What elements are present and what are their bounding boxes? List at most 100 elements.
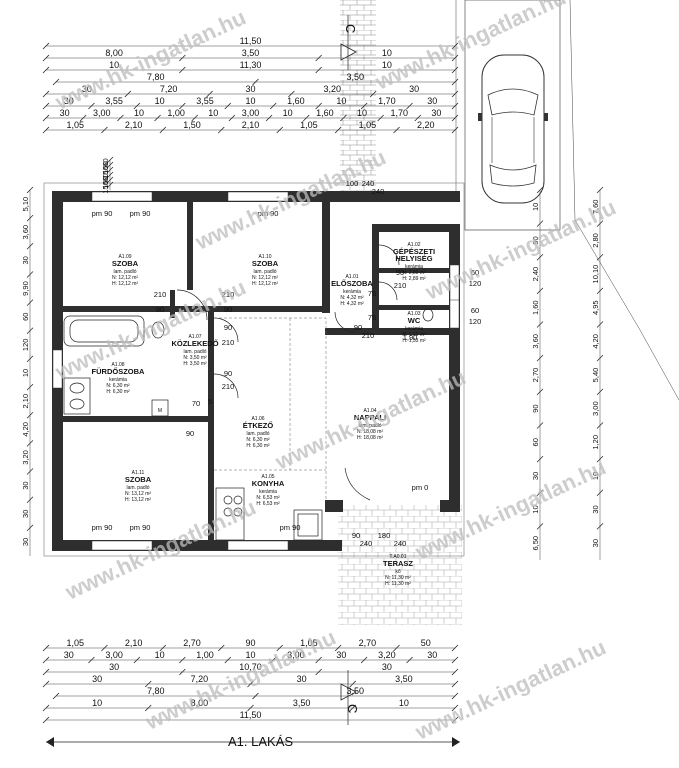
- bottom-dim-row3-label: 30: [109, 662, 119, 672]
- top-dim-row3-tick: [315, 66, 322, 74]
- bottom-dim-row2-tick: [360, 656, 368, 664]
- bottom-dim-row4-label: 30: [92, 674, 102, 684]
- top-dim-row3-label: 10: [382, 60, 392, 70]
- room-name: ELŐSZOBA: [331, 279, 373, 288]
- top-dim-row8-tick: [393, 126, 400, 134]
- bottom-dim-row3-tick: [42, 668, 50, 676]
- opening-label: 210: [222, 382, 235, 391]
- top-dim-row5-tick: [369, 90, 377, 98]
- opening-label: 240: [372, 187, 385, 196]
- right-dim-b-tick: [596, 287, 604, 295]
- kitchen-fixtures: [215, 487, 323, 541]
- bottom-dim-row5-tick: [451, 692, 459, 700]
- room-net-area: N: 6,53 m²: [256, 495, 280, 501]
- room-net-area: N: 12,12 m²: [112, 275, 138, 281]
- top-dim-row8-tick: [159, 126, 167, 134]
- room-net-area: N: 4,32 m²: [340, 295, 364, 301]
- bottom-dim-row7-tick: [451, 716, 459, 724]
- bottom-dim-row2-tick: [179, 656, 186, 664]
- room-gross-area: H: 18,08 m²: [357, 435, 383, 441]
- right-dim-b-tick: [596, 489, 604, 496]
- top-dim-row1-label: 11,50: [240, 36, 262, 46]
- room-id: A1.10: [258, 254, 271, 260]
- bottom-dim-row1-tick: [451, 644, 459, 652]
- bottom-dim-row1-tick: [42, 644, 50, 652]
- opening-label: 60: [471, 306, 479, 315]
- right-dim-b-label: 4,95: [591, 300, 600, 315]
- bottom-dim-row1-tick: [101, 644, 108, 652]
- bottom-dim-row1-label: 2,70: [359, 638, 377, 648]
- right-dim-b-label: 7,60: [591, 200, 600, 215]
- left-dim-tick: [26, 214, 34, 222]
- bottom-dim-row7-tick: [42, 716, 50, 724]
- top-dim-row5-tick: [124, 90, 132, 98]
- svg-text:C: C: [343, 24, 358, 33]
- room-floor: kerámia: [259, 489, 277, 495]
- top-dim-row8-label: 2,20: [417, 120, 435, 130]
- room-gross-area: H: 11,30 m²: [385, 581, 411, 587]
- room-name: ÉTKEZŐ: [243, 421, 274, 430]
- bottom-dim-row6-tick: [247, 704, 254, 712]
- bottom-dim-row2-label: 10: [155, 650, 165, 660]
- left-dim-label: 4,20: [21, 422, 30, 437]
- opening-label: 90: [186, 429, 194, 438]
- left-top-window-tick: [106, 166, 114, 174]
- top-dim-row7-tick: [117, 114, 124, 122]
- top-dim-row8-label: 1,05: [66, 120, 84, 130]
- room-floor: kerámia: [109, 377, 127, 383]
- top-dim-row6-tick: [42, 102, 50, 110]
- top-dim-row6-tick: [360, 102, 368, 110]
- watermark-text: www.hk-ingatlan.hu: [51, 4, 250, 115]
- room-net-area: N: 6,30 m²: [106, 383, 130, 389]
- opening-label: 240: [362, 179, 375, 188]
- top-dim-row6-label: 30: [64, 96, 74, 106]
- bottom-dim-row4-tick: [451, 680, 459, 688]
- top-dim-row4-label: 7,80: [147, 72, 165, 82]
- room-id: A1.05: [261, 474, 274, 480]
- bottom-dim-row1-tick: [159, 644, 167, 652]
- top-dim-row6-tick: [133, 102, 141, 110]
- right-dim-b-label: 10: [591, 472, 600, 480]
- top-dim-row6-label: 1,60: [287, 96, 305, 106]
- top-dim-row2-label: 3,50: [242, 48, 260, 58]
- right-dim-a-label: 2,40: [531, 267, 540, 282]
- bathroom-fixtures: [63, 308, 434, 417]
- room-net-area: N: 6,30 m²: [246, 437, 270, 443]
- bottom-dim-row1-tick: [276, 644, 283, 652]
- right-dim-a-label: 10: [531, 505, 540, 513]
- room-floor: lam. padló: [183, 349, 206, 355]
- top-dim-row3-tick: [451, 66, 459, 74]
- room-gross-area: H: 12,12 m²: [252, 281, 278, 287]
- opening-label: 5: [208, 397, 212, 406]
- bottom-dim-row4-label: 3,50: [395, 674, 413, 684]
- bottom-dim-row2-label: 3,00: [287, 650, 305, 660]
- right-dim-a-tick: [536, 321, 544, 328]
- room-id: A1.04: [363, 408, 376, 414]
- room-net-area: N: 2,89 m²: [402, 270, 426, 276]
- opening-label: 120: [469, 317, 482, 326]
- left-dim-label: 9,90: [21, 281, 30, 296]
- top-dim-row6-label: 10: [336, 96, 346, 106]
- plan-title: A1. LAKÁS: [228, 734, 293, 749]
- left-dim-label: 3,20: [21, 450, 30, 465]
- bottom-dim-row1-label: 2,10: [125, 638, 143, 648]
- room-gross-area: H: 6,30 m²: [246, 443, 270, 449]
- bottom-dim-row1-label: 1,05: [66, 638, 84, 648]
- left-top-window-label: 60: [101, 158, 110, 166]
- bottom-dim-row3-tick: [315, 668, 322, 676]
- room-gross-area: H: 6,53 m²: [256, 501, 280, 507]
- top-dim-row4-tick: [52, 78, 60, 86]
- bottom-dim-row2-label: 30: [427, 650, 437, 660]
- opening-label: 240: [394, 539, 407, 548]
- bottom-dim-row4-tick: [144, 680, 152, 688]
- right-dim-b-label: 1,20: [591, 435, 600, 450]
- room-gross-area: H: 4,32 m²: [340, 301, 364, 307]
- bottom-dim-row6-tick: [349, 704, 357, 712]
- left-dim-tick: [26, 299, 34, 306]
- room-floor: lam. padló: [246, 431, 269, 437]
